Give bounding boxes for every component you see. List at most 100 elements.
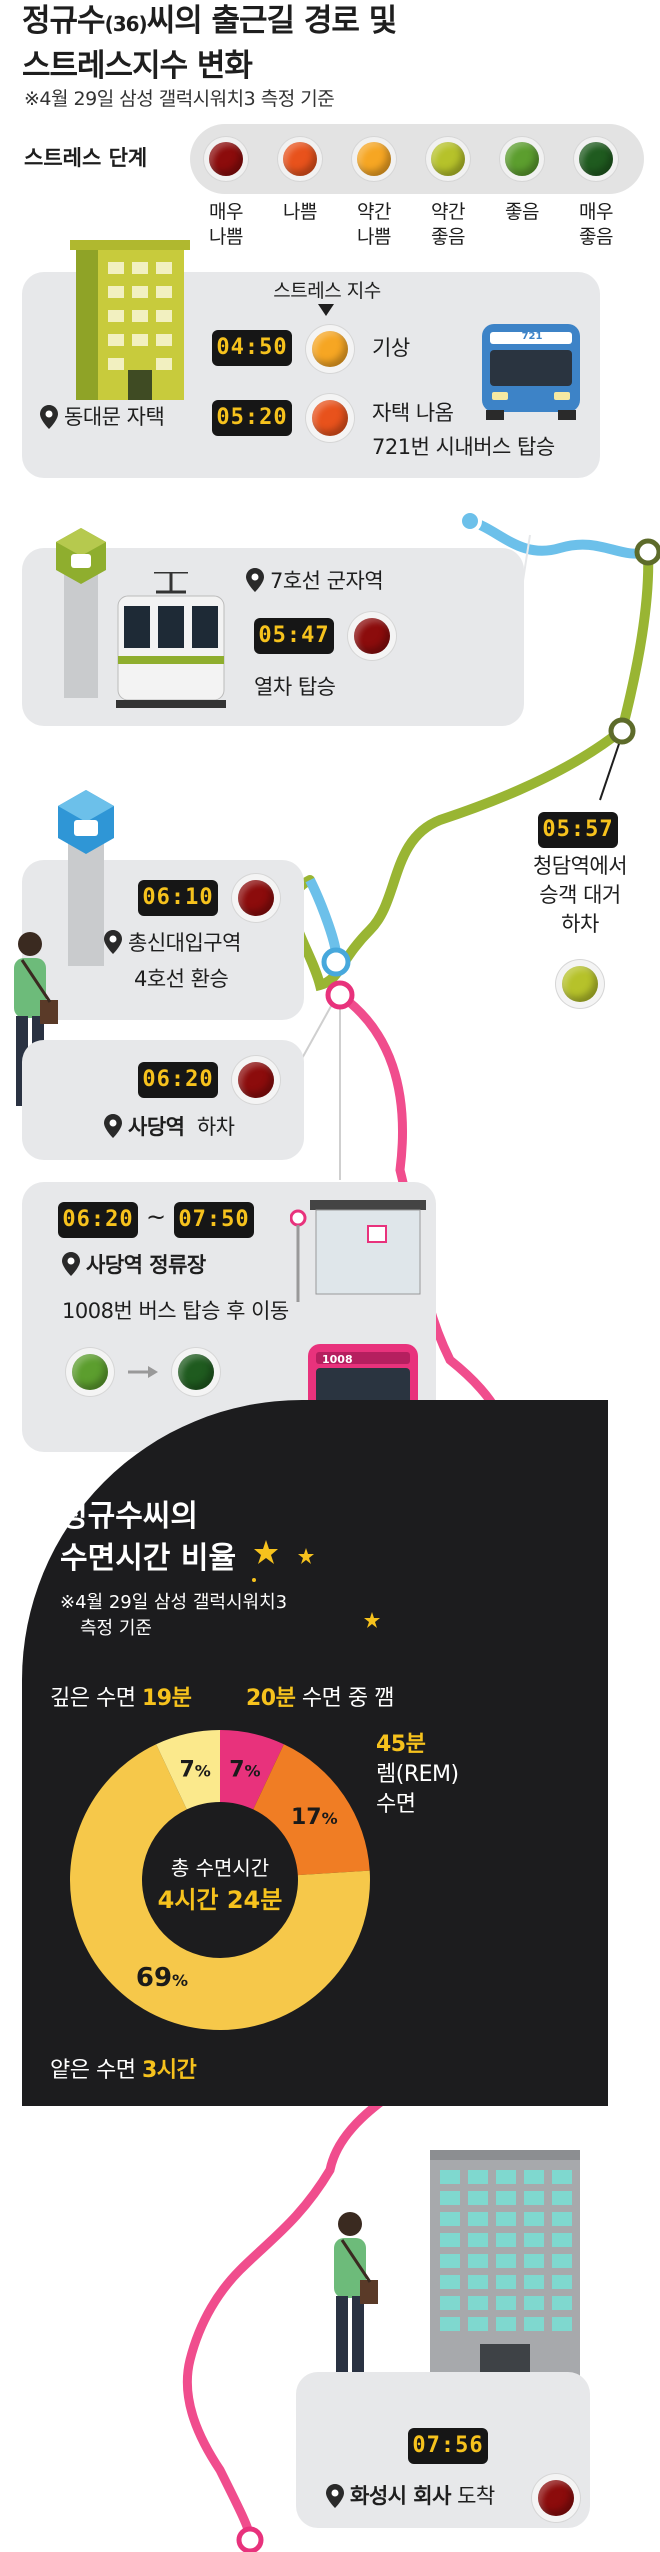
sleep-title: 정규수씨의 수면시간 비율 (60, 1499, 237, 1576)
busstop-time-to-clock: 07:50 (174, 1202, 254, 1238)
subway-line-7-route (287, 547, 654, 992)
cheongdam-time-clock: 05:57 (538, 812, 618, 848)
leave-label: 자택 나옴 (372, 401, 454, 425)
busstop-label: 1008번 버스 탑승 후 이동 (62, 1299, 289, 1323)
bus-721-sign: 721 (521, 331, 543, 342)
sadang-time-clock: 06:20 (138, 1062, 218, 1098)
office-window (440, 2254, 460, 2268)
awake-label: 20분 수면 중 깸 (246, 1686, 394, 1711)
office-window (524, 2296, 544, 2310)
office-window (440, 2275, 460, 2289)
office-window (552, 2212, 572, 2226)
office-window (524, 2170, 544, 2184)
office-window (496, 2233, 516, 2247)
location-pin-icon (62, 1252, 80, 1276)
legend-dot-2 (283, 142, 317, 176)
office-worker-figure-icon (334, 2212, 378, 2386)
office-window (440, 2317, 460, 2331)
bus-721-route (465, 516, 653, 559)
office-place: 화성시 회사 도착 (350, 2484, 495, 2508)
chongsin-label: 4호선 환승 (134, 967, 229, 991)
cheongdam-label: 청담역에서 승객 대거 하차 (532, 854, 628, 936)
sadang-place: 사당역 하차 (128, 1115, 235, 1139)
stars-icon (252, 1540, 380, 1628)
donut-slice-4 (156, 1730, 220, 1810)
sadang-stress-dot (238, 1062, 274, 1098)
donut-slice-label-3: 69% (136, 1963, 188, 1993)
office-window (440, 2212, 460, 2226)
legend-dot-4 (431, 142, 465, 176)
donut-slice-2 (253, 1744, 370, 1876)
node-chongsin (321, 947, 351, 977)
office-window (524, 2233, 544, 2247)
location-pin-icon (40, 405, 58, 429)
donut-slice-label-1: 7% (229, 1758, 260, 1783)
subway-station-sign-4-icon (58, 790, 114, 966)
office-window (524, 2317, 544, 2331)
office-window (468, 2254, 488, 2268)
legend-dot-3 (357, 142, 391, 176)
office-window (552, 2170, 572, 2184)
office-window (524, 2254, 544, 2268)
office-window (496, 2191, 516, 2205)
sleep-note: ※4월 29일 삼성 갤럭시워치3 측정 기준 (60, 1592, 288, 1639)
node-sadang (325, 980, 355, 1010)
chongsin-place: 총신대입구역 (128, 931, 241, 955)
busstop-time-from-clock: 06:20 (58, 1202, 138, 1238)
office-window (496, 2296, 516, 2310)
office-window (468, 2170, 488, 2184)
node-office (236, 2526, 264, 2552)
time-range-tilde: ~ (146, 1203, 166, 1231)
measurement-note: ※4월 29일 삼성 갤럭시워치3 측정 기준 (24, 88, 335, 110)
stress-index-header: 스트레스 지수 (273, 280, 381, 302)
legend-label-4: 약간 좋음 (431, 201, 465, 248)
leave-time-clock: 05:20 (212, 400, 292, 436)
donut-slice-1 (220, 1730, 284, 1810)
bus-shelter-icon (290, 1200, 426, 1302)
office-window (440, 2233, 460, 2247)
busstop-end-stress-dot (178, 1354, 214, 1390)
legend-dot-5 (505, 142, 539, 176)
office-window (552, 2191, 572, 2205)
office-window (552, 2254, 572, 2268)
location-pin-icon (104, 930, 122, 954)
donut-center-value: 4시간 24분 (157, 1886, 283, 1914)
pointer-triangle-icon (318, 304, 334, 316)
bus-721-icon (482, 324, 580, 420)
light-sleep-label: 얕은 수면 3시간 (50, 2058, 197, 2083)
gunja-stress-dot (354, 618, 390, 654)
office-window (496, 2170, 516, 2184)
office-window (468, 2191, 488, 2205)
home-place: 동대문 자택 (64, 405, 165, 429)
office-window (468, 2233, 488, 2247)
donut-center-label: 총 수면시간 (170, 1856, 270, 1880)
node-bus-start (458, 509, 482, 533)
donut-slice-3 (70, 1744, 370, 2030)
donut-slice-label-4: 7% (179, 1758, 210, 1783)
wake-time-clock: 04:50 (212, 330, 292, 366)
node-cheongdam (608, 717, 636, 745)
chongsin-stress-dot (238, 880, 274, 916)
office-window (524, 2275, 544, 2289)
legend-label-3: 약간 나쁨 (357, 201, 391, 248)
bus-1008-sign: 1008 (322, 1353, 353, 1366)
deep-sleep-label: 깊은 수면 19분 (50, 1686, 192, 1711)
node-gunja (634, 538, 660, 566)
office-time-clock: 07:56 (408, 2428, 488, 2464)
office-window (440, 2191, 460, 2205)
office-window (496, 2212, 516, 2226)
legend-dot-1 (209, 142, 243, 176)
stress-legend-bar (190, 124, 644, 194)
location-pin-icon (326, 2484, 344, 2508)
location-pin-icon (104, 1114, 122, 1138)
office-window (440, 2170, 460, 2184)
office-window (496, 2275, 516, 2289)
office-window (552, 2296, 572, 2310)
arrow-right-icon (128, 1366, 158, 1378)
legend-label-6: 매우 좋음 (579, 201, 613, 248)
subway-station-sign-icon (56, 528, 106, 698)
office-window (552, 2317, 572, 2331)
apartment-icon (70, 240, 190, 400)
donut-slice-label-2: 17% (291, 1805, 338, 1830)
office-window (524, 2191, 544, 2205)
